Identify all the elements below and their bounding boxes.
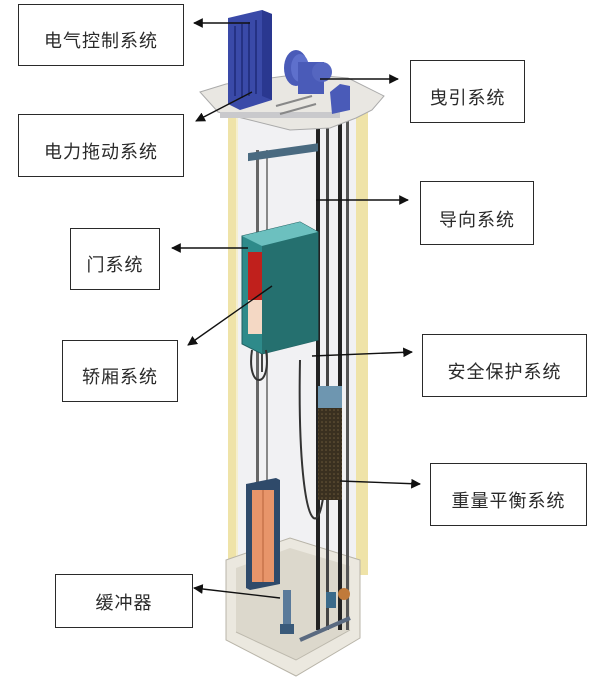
traction-machine bbox=[275, 50, 350, 115]
label-buffer: 缓冲器 bbox=[55, 574, 193, 628]
label-car-system: 轿厢系统 bbox=[62, 340, 178, 402]
label-counterweight-system: 重量平衡系统 bbox=[430, 463, 587, 526]
label-safety-protection-system: 安全保护系统 bbox=[422, 334, 587, 397]
counterweight bbox=[318, 386, 342, 500]
label-traction-system: 曳引系统 bbox=[410, 60, 525, 123]
control-cabinet bbox=[228, 10, 272, 110]
label-door-system: 门系统 bbox=[70, 228, 160, 290]
label-electrical-control-system: 电气控制系统 bbox=[18, 4, 184, 66]
elevator-car bbox=[241, 143, 319, 372]
label-guide-system: 导向系统 bbox=[420, 181, 534, 245]
label-power-drive-system: 电力拖动系统 bbox=[18, 114, 184, 177]
buffers bbox=[280, 588, 351, 642]
landing-door bbox=[246, 478, 280, 590]
travelling-cable bbox=[250, 349, 268, 381]
leader-arrows bbox=[171, 18, 421, 599]
